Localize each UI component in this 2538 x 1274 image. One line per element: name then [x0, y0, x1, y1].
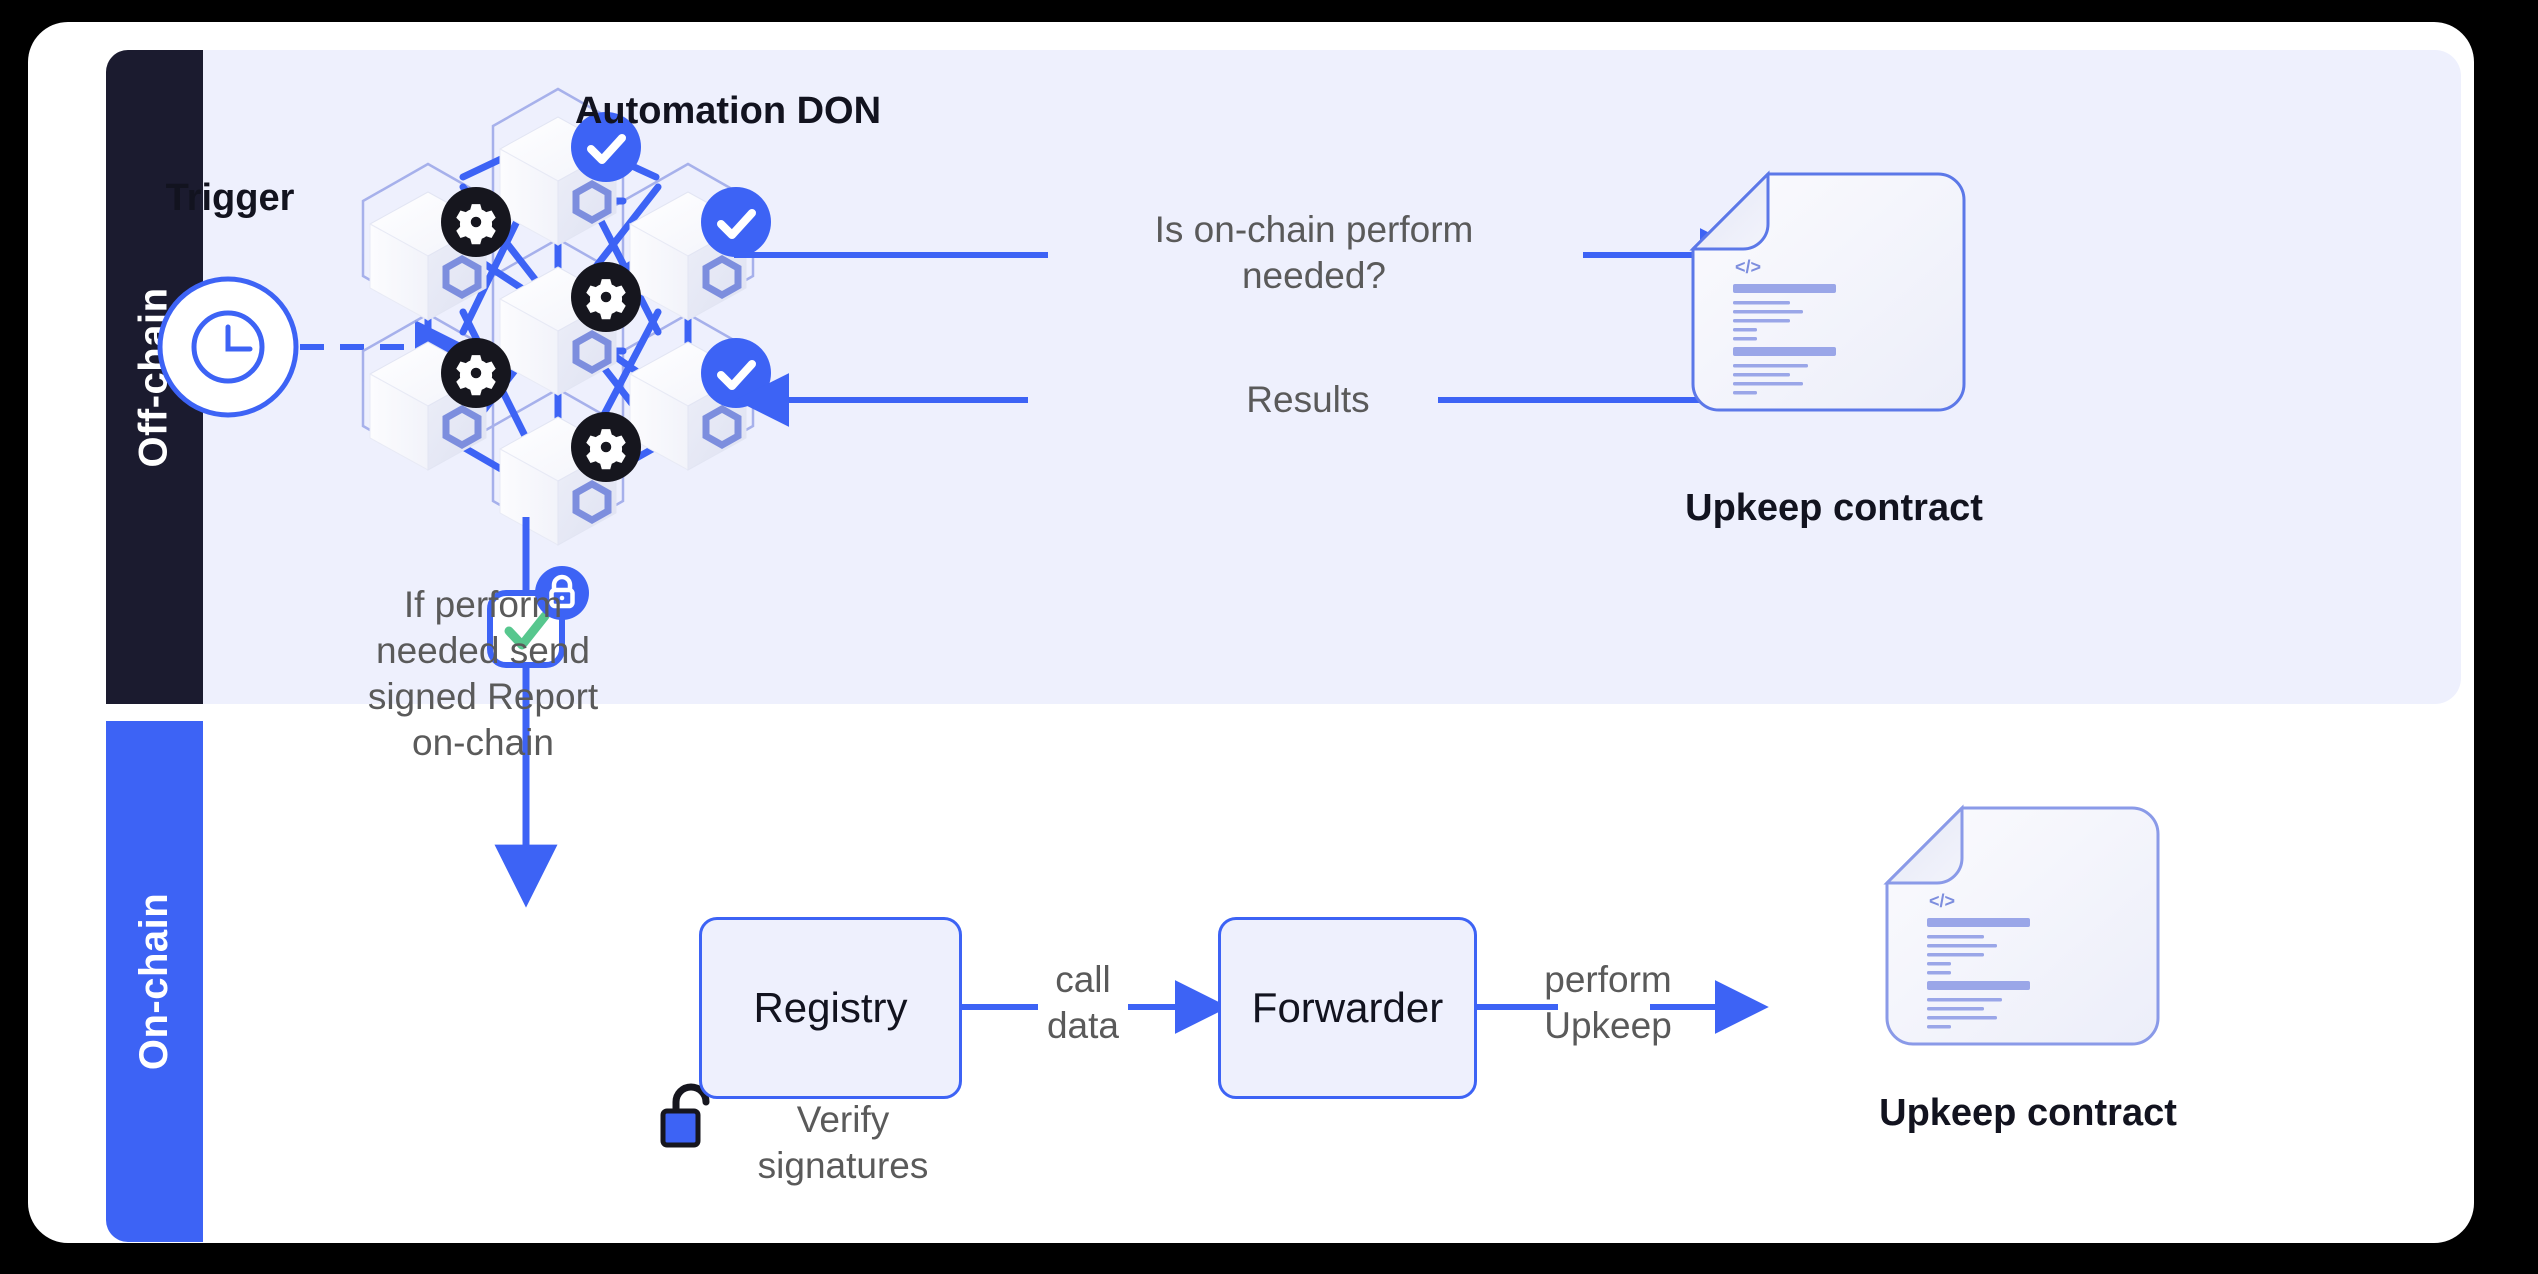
node-badge-gear-top-left [441, 187, 511, 257]
results-label: Results [1246, 379, 1370, 420]
lock-open-icon [660, 1083, 710, 1148]
perform-upkeep-line-2: Upkeep [1544, 1005, 1672, 1046]
diagram-card: Off-chain On-chain [28, 22, 2474, 1243]
node-badge-check-top-right [701, 187, 771, 257]
report-note-line-1: If perform [403, 584, 563, 625]
signed-report-badge [487, 566, 589, 668]
automation-don-network [361, 87, 771, 546]
report-note-line-3: signed Report [367, 676, 599, 717]
lock-closed-icon [535, 566, 589, 620]
upkeep-contract-document-onchain: </> [1883, 804, 2160, 1046]
clock-icon [157, 276, 299, 418]
doc-code-glyph-onchain: </> [1929, 891, 1955, 911]
upkeep-contract-label-onchain: Upkeep contract [1879, 1092, 2177, 1134]
sidebar-onchain: On-chain [106, 721, 203, 1242]
upkeep-contract-label-offchain: Upkeep contract [1685, 487, 1983, 529]
report-note-label: If perform needed send signed Report on-… [288, 582, 678, 766]
verify-line-2: signatures [757, 1145, 929, 1186]
report-note-line-2: needed send [376, 630, 590, 671]
diagram-graphics: </> [157, 87, 2160, 1148]
registry-box[interactable]: Registry [699, 917, 962, 1099]
don-title: Automation DON [574, 90, 882, 132]
trigger-label: Trigger [165, 177, 295, 219]
call-data-line-2: data [1046, 1005, 1119, 1046]
forwarder-box[interactable]: Forwarder [1218, 917, 1477, 1099]
call-data-line-1: call [1055, 959, 1111, 1000]
verify-line-1: Verify [796, 1099, 890, 1140]
node-badge-check-top [571, 112, 641, 182]
verify-signatures-label: Verify signatures [718, 1097, 968, 1189]
upkeep-contract-document-offchain: </> [1689, 170, 1966, 412]
doc-code-glyph-offchain: </> [1735, 257, 1761, 277]
question-label: Is on-chain perform needed? [1034, 207, 1594, 299]
perform-upkeep-label: perform Upkeep [1508, 957, 1708, 1049]
node-badge-gear-bottom [571, 412, 641, 482]
question-label-line2: needed? [1241, 255, 1387, 296]
node-top [498, 116, 618, 246]
question-label-line1: Is on-chain perform [1154, 209, 1474, 250]
report-note-line-4: on-chain [412, 722, 554, 763]
node-badge-gear-center [571, 262, 641, 332]
perform-upkeep-line-1: perform [1544, 959, 1672, 1000]
node-badge-gear-bottom-left [441, 338, 511, 408]
call-data-label: call data [988, 957, 1178, 1049]
